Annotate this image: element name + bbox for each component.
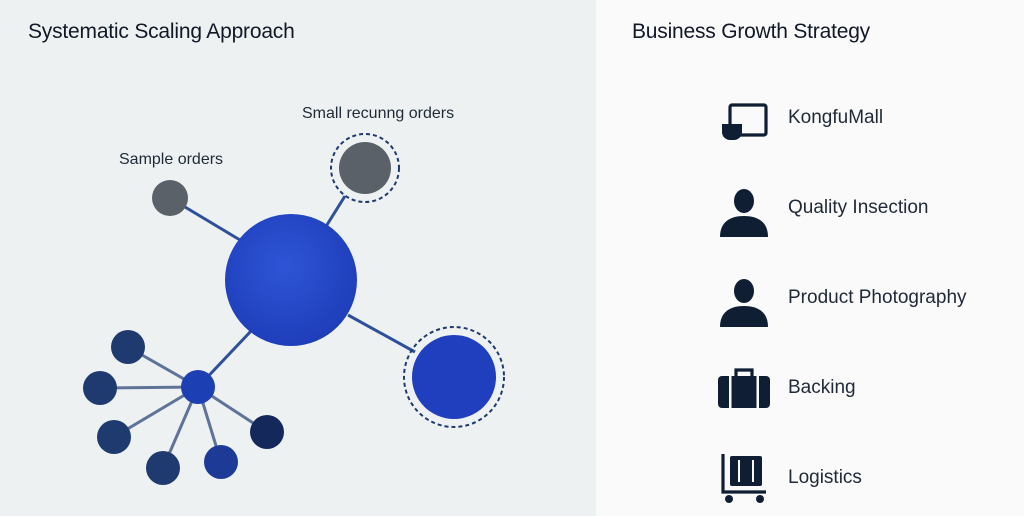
- sample-orders-node: [152, 180, 188, 216]
- central-hub-node: [225, 214, 357, 346]
- scaling-panel-title: Systematic Scaling Approach: [28, 20, 295, 43]
- cluster-node: [83, 371, 117, 405]
- cluster-node: [204, 445, 238, 479]
- growth-node: [412, 335, 496, 419]
- sample-orders-label: Sample orders: [119, 151, 223, 168]
- person-icon: [716, 272, 772, 328]
- monitor-icon: [716, 92, 772, 148]
- cluster-node: [250, 415, 284, 449]
- strategy-label: Backing: [788, 377, 856, 398]
- growth-node-ring: [403, 326, 505, 428]
- cart-icon: [716, 452, 772, 508]
- strategy-item-photography: Product Photography: [716, 272, 1006, 328]
- cluster-node: [146, 451, 180, 485]
- strategy-item-kongfumall: KongfuMall: [716, 92, 1006, 148]
- strategy-label: Quality Insection: [788, 197, 929, 218]
- edge-right: [347, 313, 416, 354]
- person-icon: [716, 182, 772, 238]
- cluster-node: [97, 420, 131, 454]
- scaling-network-diagram: Sample orders Small recunng orders: [83, 105, 505, 485]
- recurring-orders-label: Small recunng orders: [302, 105, 454, 122]
- strategy-item-backing: Backing: [716, 362, 1006, 418]
- strategy-item-logistics: Logistics: [716, 452, 1006, 508]
- strategy-item-quality: Quality Insection: [716, 182, 1006, 238]
- strategy-label: Product Photography: [788, 287, 967, 308]
- strategy-label: KongfuMall: [788, 107, 884, 128]
- cluster-node: [111, 330, 145, 364]
- strategy-panel-title: Business Growth Strategy: [632, 20, 870, 43]
- edge-recurring: [323, 195, 347, 229]
- recurring-orders-node: [339, 142, 391, 194]
- recurring-orders-ring: [330, 133, 400, 203]
- strategy-panel: [596, 0, 1024, 516]
- small-hub-node: [181, 370, 215, 404]
- strategy-label: Logistics: [788, 467, 862, 488]
- briefcase-icon: [716, 362, 772, 418]
